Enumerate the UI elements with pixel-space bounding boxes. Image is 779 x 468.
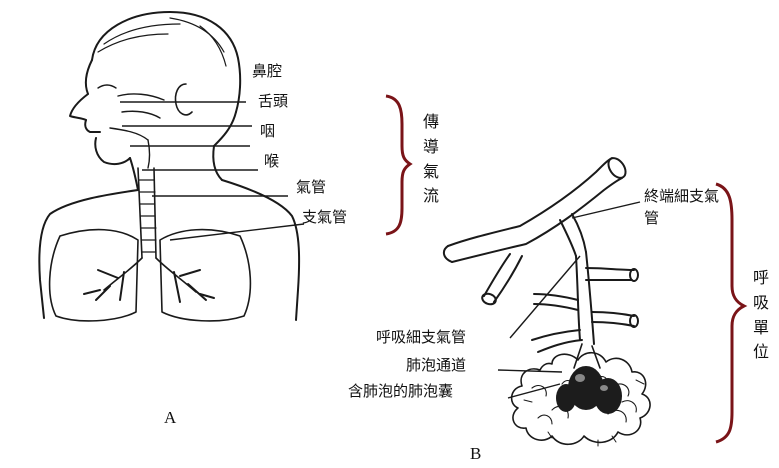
leader-bronchus <box>170 224 304 240</box>
panel-a-letter: A <box>164 408 176 428</box>
label-nasal-cavity: 鼻腔 <box>252 64 282 79</box>
label-conducting-airflow: 傳導氣流 <box>422 110 440 209</box>
panel-b-leader-lines <box>498 202 640 398</box>
head-figure <box>39 12 299 321</box>
leader-terminal-bronchiole <box>572 202 640 218</box>
leader-alveolar-duct <box>498 370 562 372</box>
label-trachea: 氣管 <box>296 180 326 195</box>
leader-respiratory-bronchiole <box>510 256 580 338</box>
label-larynx: 喉 <box>264 154 279 169</box>
alveolar-cluster <box>512 353 650 446</box>
label-bronchus: 支氣管 <box>302 210 347 225</box>
panel-a-bracket <box>386 96 410 234</box>
label-respiratory-bronchiole: 呼吸細支氣管 <box>376 330 466 345</box>
label-terminal-bronchiole: 終端細支氣管 <box>644 186 724 230</box>
label-respiratory-unit: 呼吸單位 <box>752 266 770 365</box>
label-tongue: 舌頭 <box>258 94 288 109</box>
bronchial-tree <box>444 155 638 368</box>
label-alveolar-duct: 肺泡通道 <box>406 358 466 373</box>
label-pharynx: 咽 <box>260 124 275 139</box>
label-alveolar-sac: 含肺泡的肺泡囊 <box>348 384 453 399</box>
panel-a-leader-lines <box>120 102 304 240</box>
panel-b-letter: B <box>470 444 481 464</box>
